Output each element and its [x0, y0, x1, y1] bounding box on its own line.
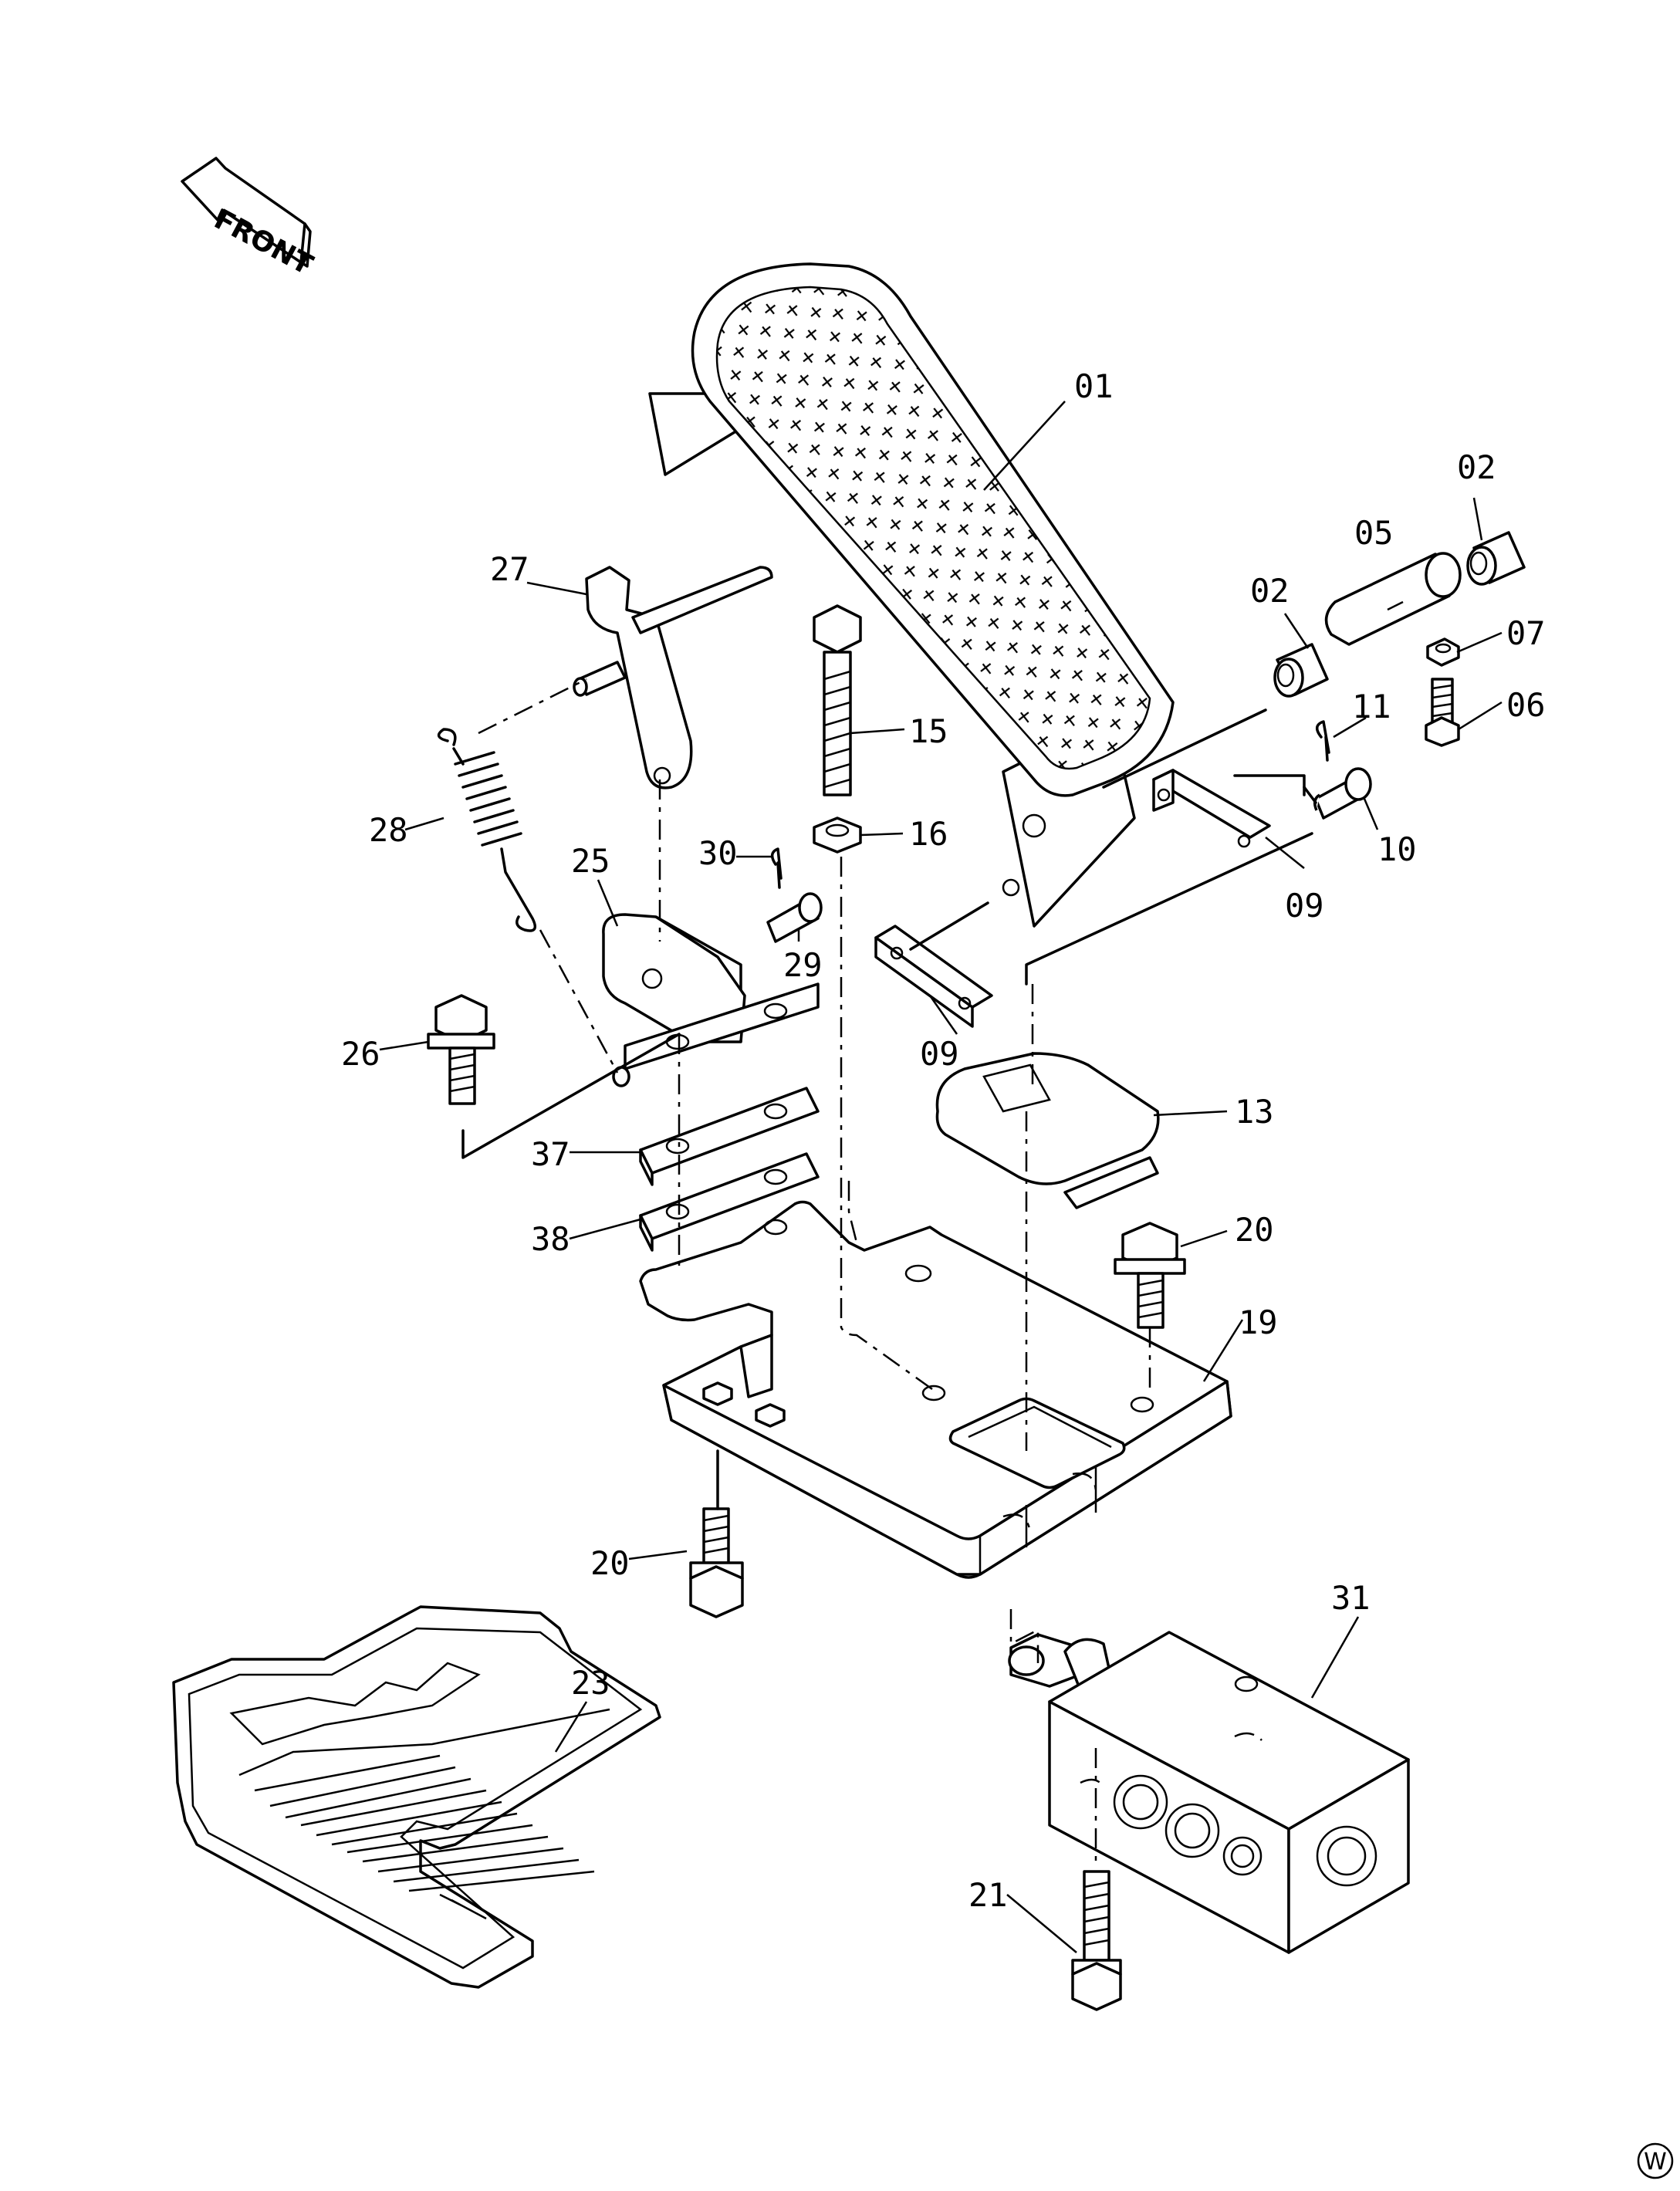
callout-37: 37: [531, 1135, 570, 1173]
callout-11: 11: [1352, 688, 1391, 725]
nut-07: [1426, 637, 1460, 667]
callout-15: 15: [909, 712, 948, 750]
boot-cover-13: [935, 1052, 1160, 1209]
callout-21: 21: [968, 1876, 1008, 1914]
callout-02: 02: [1250, 572, 1290, 610]
callout-20: 20: [1235, 1211, 1274, 1249]
corner-mark-letter: W: [1644, 2149, 1667, 2176]
front-label: FRONT: [209, 204, 318, 282]
bracket-25: [602, 913, 820, 1087]
callout-30: 30: [698, 834, 738, 872]
callout-05: 05: [1354, 514, 1394, 552]
callout-labels: 01 02 02 05 07 06 11 10 09 09 27 15 16 2…: [341, 367, 1546, 1914]
corner-circle-mark: W: [1637, 2142, 1674, 2179]
callout-16: 16: [909, 815, 948, 853]
callout-31: 31: [1331, 1579, 1371, 1617]
callout-10: 10: [1377, 830, 1417, 868]
bolt-20-lower: [689, 1507, 744, 1618]
bolt-06: [1425, 678, 1460, 747]
callout-26: 26: [341, 1035, 380, 1073]
callout-19: 19: [1239, 1303, 1278, 1341]
leader-lines: [379, 401, 1503, 1953]
bolt-15: [813, 604, 862, 796]
plate-09-lower: [874, 925, 993, 1028]
accelerator-pedal: [648, 262, 1175, 928]
bolt-26: [427, 994, 495, 1105]
callout-01: 01: [1074, 367, 1114, 405]
callout-09: 09: [1285, 887, 1324, 925]
split-pin-11: [1316, 720, 1330, 762]
callout-29: 29: [783, 946, 823, 984]
pedal-shaft-and-bushes: [1273, 531, 1526, 698]
plate-09-upper: [1152, 769, 1271, 848]
shim-37: [639, 1087, 820, 1186]
callout-38: 38: [531, 1220, 570, 1258]
spring-28: [437, 728, 537, 932]
callout-06: 06: [1506, 686, 1546, 724]
callout-09: 09: [920, 1035, 959, 1073]
bolt-20-upper: [1114, 1222, 1186, 1329]
callout-23: 23: [571, 1664, 610, 1702]
callout-13: 13: [1235, 1093, 1274, 1131]
split-pin-30: [770, 847, 783, 889]
callout-20: 20: [590, 1544, 630, 1582]
pilot-valve-31: [1008, 1631, 1410, 1954]
callout-25: 25: [571, 842, 610, 880]
callout-02: 02: [1457, 448, 1496, 486]
clevis-pin-10: [1313, 767, 1372, 820]
clevis-pin-29: [766, 892, 823, 943]
callout-27: 27: [490, 550, 529, 588]
callout-07: 07: [1506, 614, 1546, 652]
callout-28: 28: [369, 811, 408, 849]
nut-16: [813, 817, 862, 854]
mounting-plate-19: [639, 1200, 1232, 1579]
shim-37b: [639, 1152, 820, 1252]
front-direction-arrow: FRONT: [181, 157, 318, 282]
lever-27: [573, 566, 773, 790]
floor-mat-23: [172, 1605, 661, 1989]
bolt-21: [1071, 1870, 1122, 2011]
assembly-centerlines: [461, 678, 1317, 1864]
